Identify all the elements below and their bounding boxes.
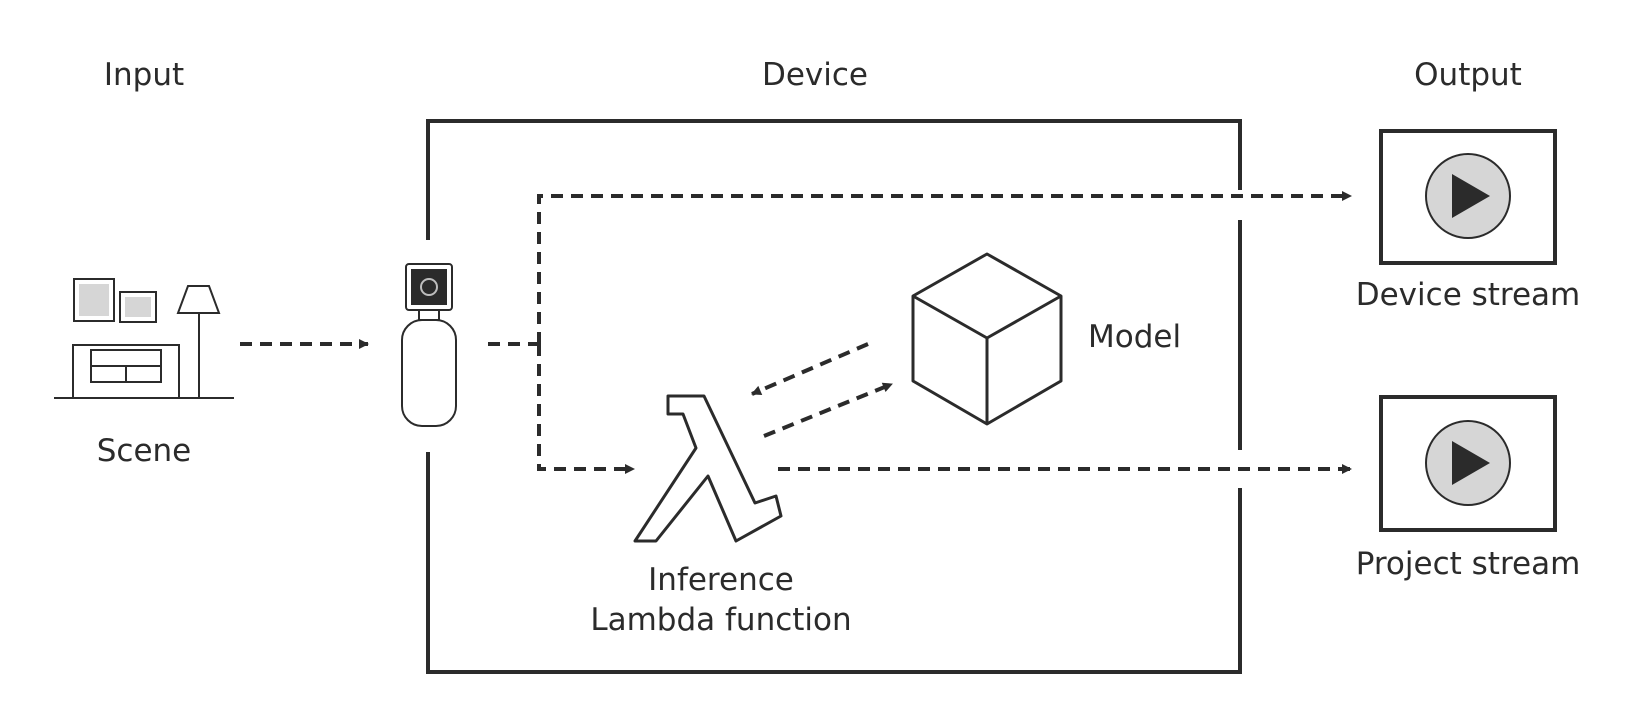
device-stream-label: Device stream <box>1355 277 1581 313</box>
model-label: Model <box>1088 319 1182 355</box>
lambda-label-line2: Lambda function <box>590 602 852 638</box>
connector-arrows <box>240 191 1352 474</box>
scene-label: Scene <box>96 433 192 469</box>
arrow-model-to-lambda <box>751 342 869 396</box>
cube-icon <box>911 252 1063 426</box>
camera-device-icon <box>401 263 457 427</box>
input-header: Input <box>103 57 185 93</box>
play-icon <box>1425 153 1511 239</box>
arrow-lambda-to-model <box>763 382 893 438</box>
lambda-icon <box>633 394 783 543</box>
project-stream-box <box>1379 395 1557 532</box>
living-room-scene-icon <box>54 278 234 399</box>
lambda-label-line1: Inference <box>648 562 794 598</box>
device-header: Device <box>761 57 869 93</box>
lambda-label: Inference Lambda function <box>590 560 851 640</box>
project-stream-label: Project stream <box>1355 546 1581 582</box>
device-stream-box <box>1379 129 1557 265</box>
arrow-to-lambda <box>537 344 635 474</box>
arrow-to-device-stream <box>537 191 1352 344</box>
play-icon <box>1425 420 1511 506</box>
device-boundary <box>426 119 1242 674</box>
output-header: Output <box>1414 57 1522 93</box>
